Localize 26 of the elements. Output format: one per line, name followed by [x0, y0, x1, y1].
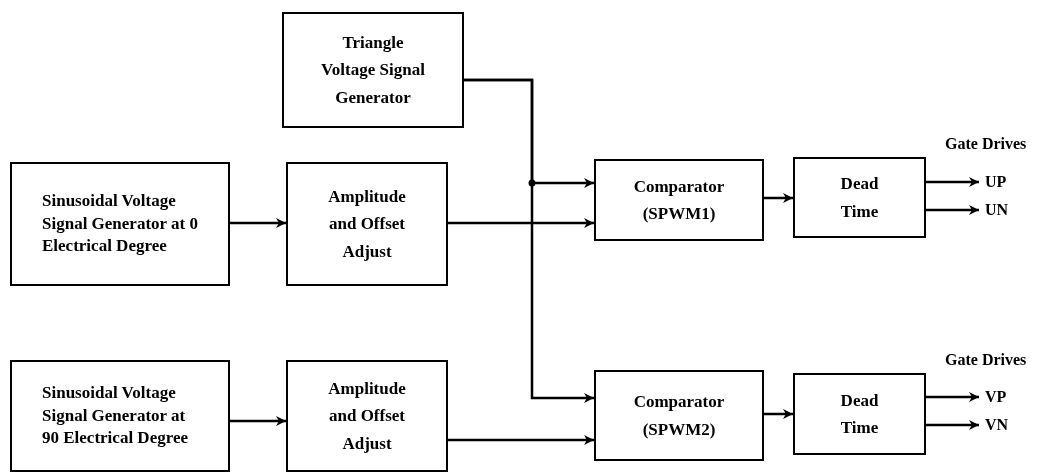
arrow: [764, 193, 793, 203]
block-box: Sinusoidal Voltage Signal Generator at 0 Electrical Degree: [10, 162, 230, 286]
arrow: [464, 78, 594, 403]
block-box: Comparator (SPWM2): [594, 370, 764, 461]
arrow: [764, 409, 793, 419]
block-box: Triangle Voltage Signal Generator: [282, 12, 464, 128]
signal-label: UN: [985, 199, 1025, 221]
output-label: Gate Drives: [945, 352, 1027, 368]
arrow: [926, 205, 979, 215]
arrow: [926, 420, 979, 430]
signal-label: UP: [985, 171, 1025, 193]
block-box: Dead Time: [793, 373, 926, 455]
block-box: Amplitude and Offset Adjust: [286, 360, 448, 472]
arrow: [230, 416, 286, 426]
output-label: Gate Drives: [945, 136, 1027, 152]
block-box: Amplitude and Offset Adjust: [286, 162, 448, 286]
block-box: Comparator (SPWM1): [594, 159, 764, 241]
block-box: Dead Time: [793, 157, 926, 238]
arrow: [926, 177, 979, 187]
signal-label: VP: [985, 386, 1025, 408]
arrow: [230, 218, 286, 228]
signal-label: VN: [985, 414, 1025, 436]
block-box: Sinusoidal Voltage Signal Generator at 90 Electrical Degree: [10, 360, 230, 472]
arrow: [448, 218, 594, 228]
arrow: [926, 392, 979, 402]
arrow: [448, 435, 594, 445]
